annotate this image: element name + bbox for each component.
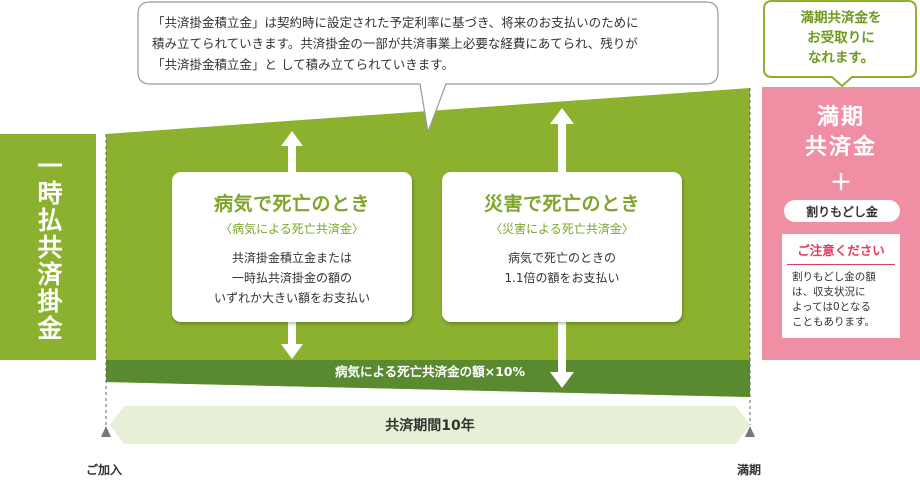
callout-line: お受取りに [807,30,875,46]
disaster-card-body: 病気で死亡のときの 1.1倍の額をお支払い [442,248,682,288]
end-marker-icon [745,426,755,437]
maturity-title: 満期 共済金 [762,103,920,163]
illness-range-arrow-icon [281,131,303,359]
disaster-card-title: 災害で死亡のとき [483,193,640,215]
illness-card-title: 病気で死亡のとき [213,193,370,215]
illness-death-card: 病気で死亡のとき 〈病気による死亡共済金〉 共済掛金積立金または 一時払共済掛金… [172,172,412,322]
notice-box: ご注意ください 割りもどし金の額 は、収支状況に よっては0となる こともありま… [782,234,900,338]
lump-sum-bar [0,134,96,360]
maturity-callout [763,0,917,88]
illness-card-line: いずれか大きい額をお支払い [213,291,370,305]
callout-line: なれます。 [807,50,875,66]
maturity-title-line: 満期 [816,105,865,130]
term-label: 共済期間10年 [385,418,475,434]
disaster-range-arrow-icon [550,108,574,388]
bubble-line: 「共済掛金積立金」と して積み立てられていきます。 [152,57,454,72]
illness-card-body: 共済掛金積立金または 一時払共済掛金の額の いずれか大きい額をお支払い [172,248,412,308]
notice-line: 割りもどし金の額 [792,271,876,283]
callout-text: 満期共済金を お受取りに なれます。 [770,8,912,68]
notice-line: は、収支状況に [792,286,866,298]
band-area [106,360,750,397]
notice-line: こともあります。 [792,316,875,328]
start-marker-icon [101,426,111,437]
disaster-card-line: 病気で死亡のときの [507,251,616,265]
bubble-line: 積み立てられていきます。共済掛金の一部が共済事業上必要な経費にあてられ、残りが [152,36,638,51]
plus-icon: ＋ [829,171,852,196]
callout-line: 満期共済金を [800,10,882,26]
disaster-death-card: 災害で死亡のとき 〈災害による死亡共済金〉 病気で死亡のときの 1.1倍の額をお… [442,172,682,322]
join-label: ご加入 [86,463,123,477]
bubble-line: 「共済掛金積立金」は契約時に設定された予定利率に基づき、将来のお支払いのために [152,15,639,30]
band-label: 病気による死亡共済金の額×10% [334,364,526,379]
refund-pill: 割りもどし金 [784,200,900,222]
maturity-label: 満期 [737,463,762,477]
notice-line: よっては0となる [792,301,871,313]
illness-card-subtitle: 〈病気による死亡共済金〉 [220,222,364,236]
speech-bubble [137,1,719,135]
illness-card-line: 共済掛金積立金または [231,251,352,265]
disaster-card-subtitle: 〈災害による死亡共済金〉 [490,222,634,236]
disaster-card-line: 1.1倍の額をお支払い [504,271,620,285]
maturity-title-line: 共済金 [804,135,877,160]
notice-body: 割りもどし金の額 は、収支状況に よっては0となる こともあります。 [782,265,900,330]
lump-sum-label: 一時払共済掛金 [34,152,63,342]
illness-card-line: 一時払共済掛金の額の [231,271,352,285]
notice-title: ご注意ください [787,240,895,265]
bubble-text: 「共済掛金積立金」は契約時に設定された予定利率に基づき、将来のお支払いのために … [152,12,712,75]
term-arrow [110,406,750,444]
